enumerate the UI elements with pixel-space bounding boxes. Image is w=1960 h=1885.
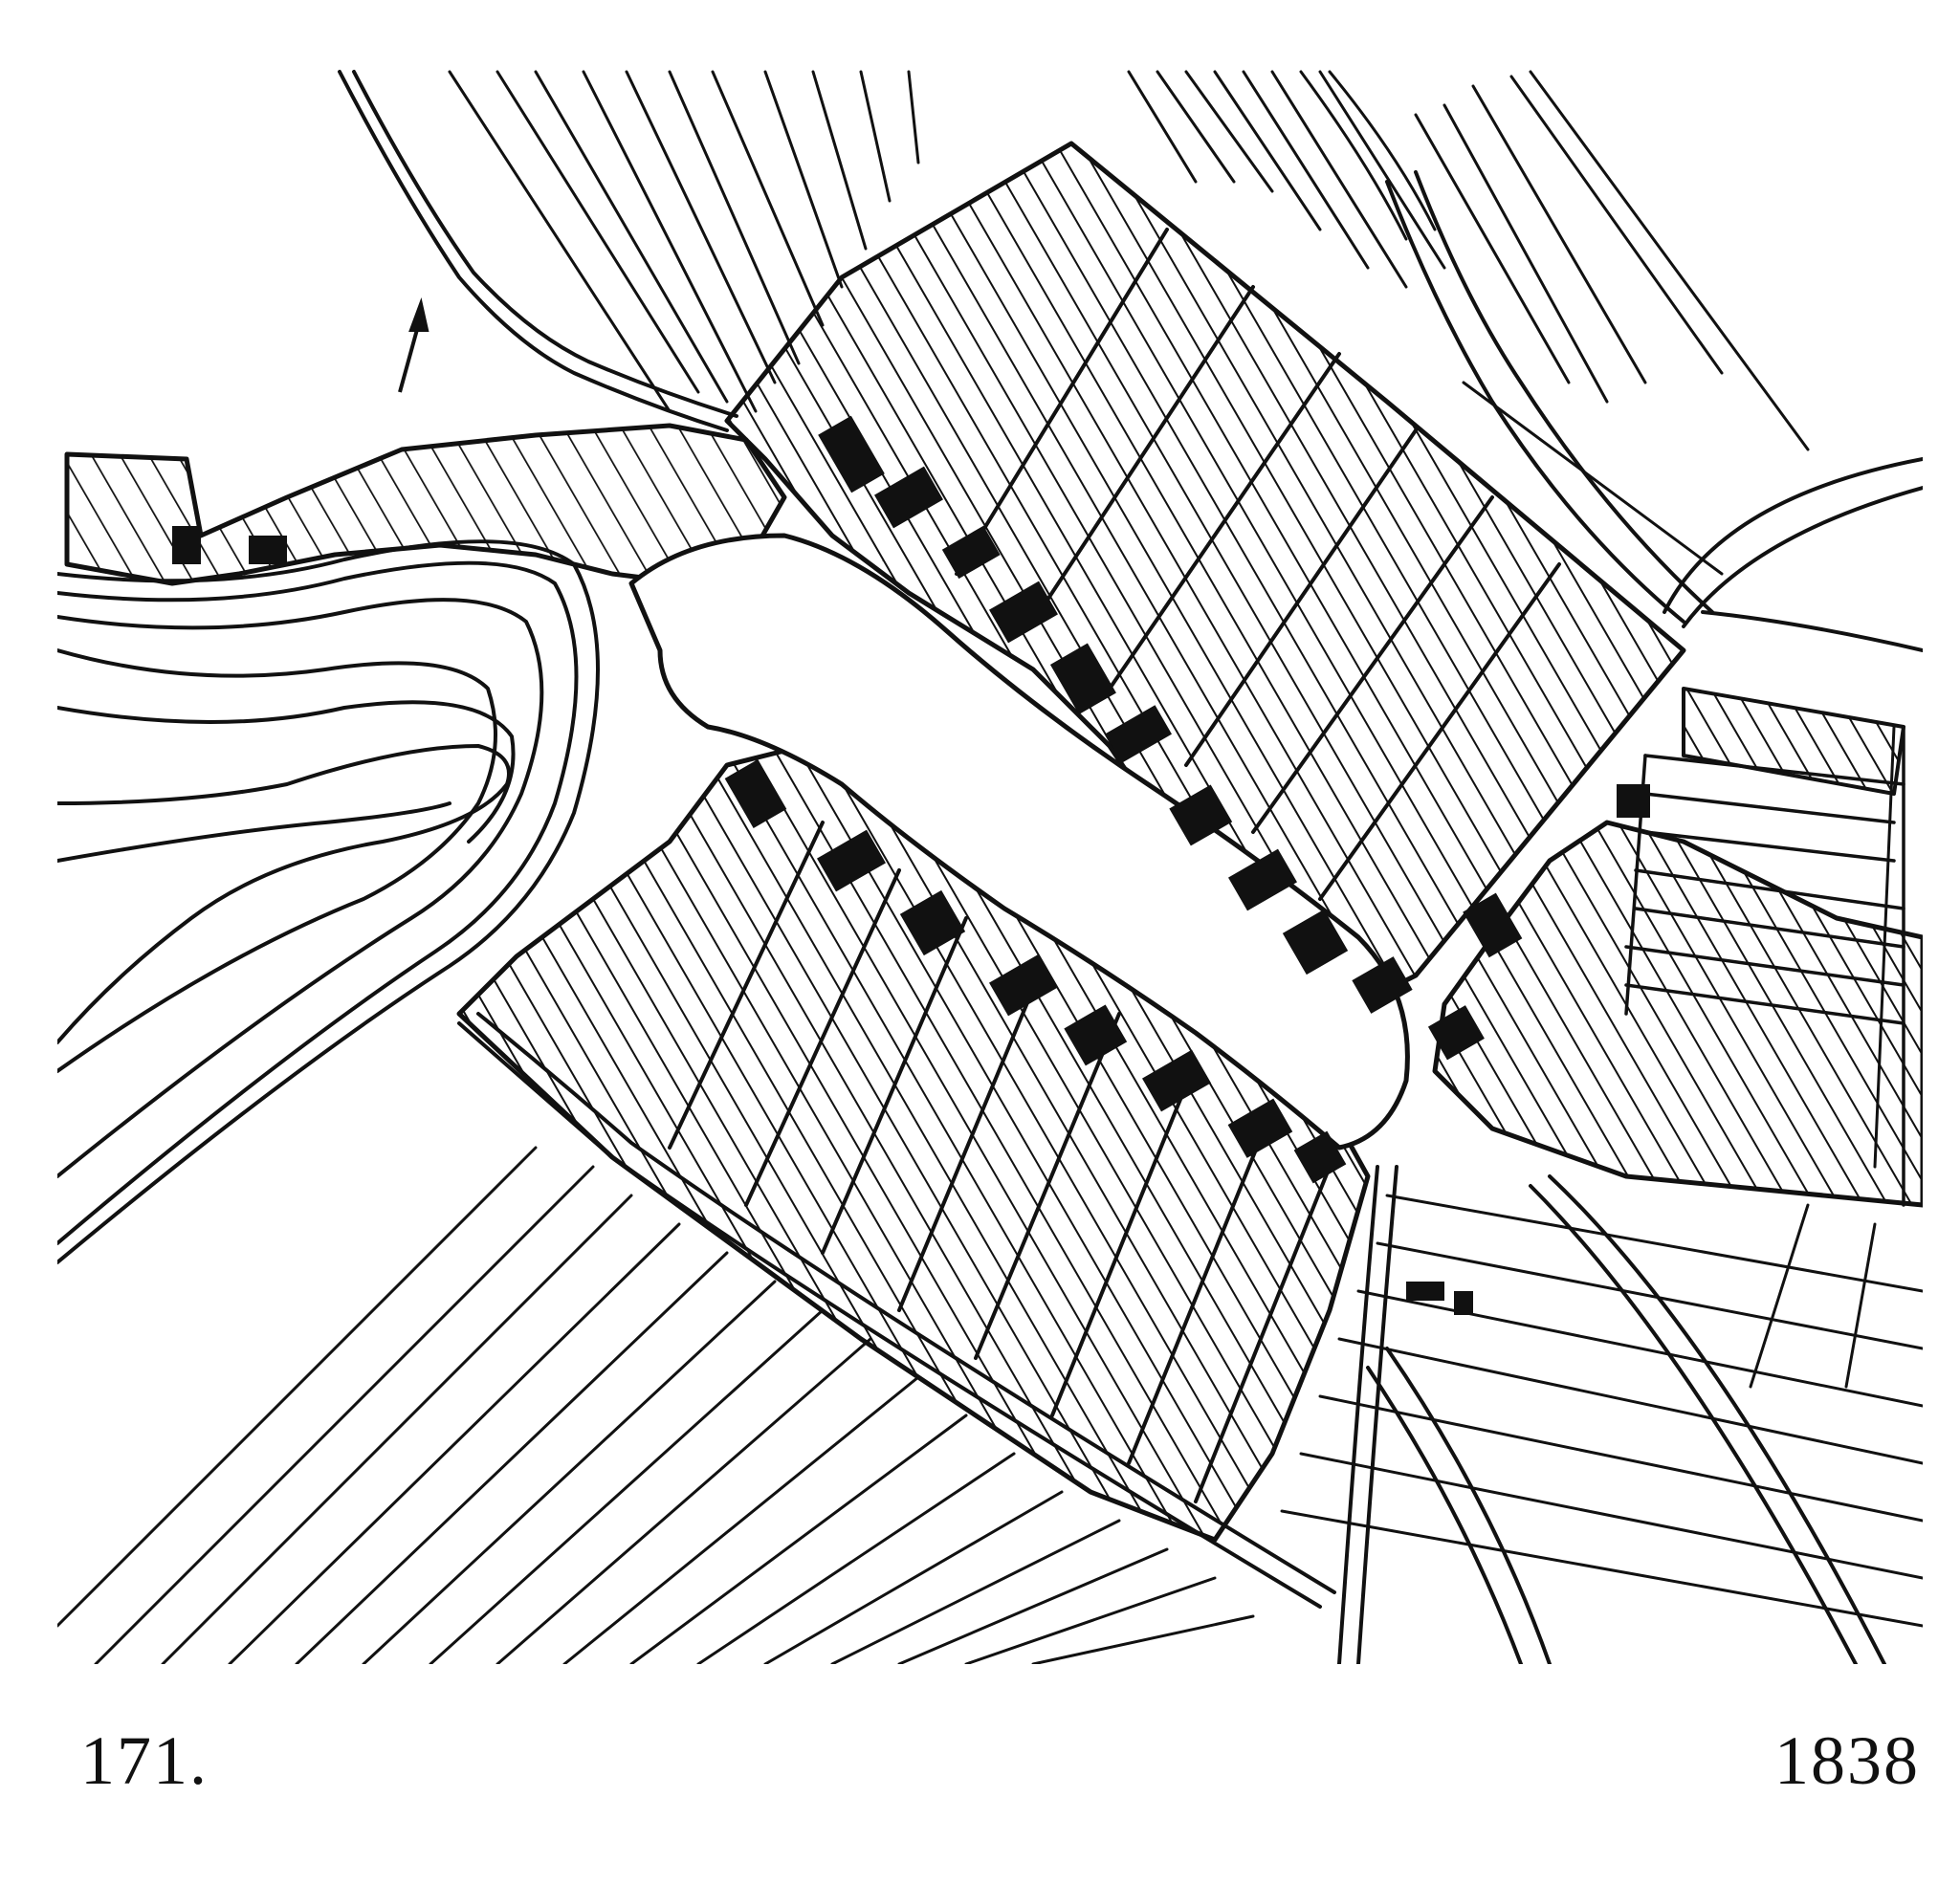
farmstead-block-east bbox=[1432, 820, 1923, 1208]
figure-number: 171. bbox=[80, 1722, 209, 1799]
field-strips-north-west bbox=[448, 70, 920, 413]
farmstead-block-north-east bbox=[1682, 687, 1905, 796]
figure-year: 1838 bbox=[1774, 1722, 1920, 1799]
field-strips-south-west bbox=[57, 1146, 1255, 1664]
road-north-east bbox=[1385, 170, 1923, 652]
plot-boundaries bbox=[668, 228, 1561, 1503]
road-south-east bbox=[1337, 1165, 1886, 1664]
field-strips-south-east bbox=[1280, 725, 1923, 1628]
road-north-west bbox=[338, 70, 738, 432]
stream-meander bbox=[57, 539, 600, 1264]
village-street bbox=[628, 533, 1410, 1151]
north-arrow-icon bbox=[398, 296, 429, 393]
buildings bbox=[172, 415, 1650, 1315]
field-strips-north-east bbox=[1127, 70, 1810, 576]
